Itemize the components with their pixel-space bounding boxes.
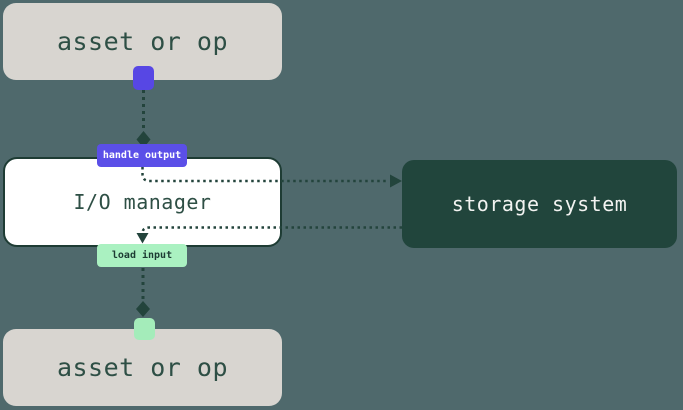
handle-output-badge-label: handle output: [102, 150, 182, 161]
input-port-square: [134, 318, 155, 340]
output-port-square: [133, 66, 154, 90]
node-asset-or-op-top-label: asset or op: [56, 27, 229, 56]
diamond-arrowhead-bottom: [136, 301, 150, 317]
load-input-badge-label: load input: [111, 250, 173, 261]
node-asset-or-op-bottom-label: asset or op: [56, 353, 229, 382]
arrowhead-into-storage: [390, 174, 402, 188]
node-asset-or-op-bottom: asset or op: [3, 329, 282, 406]
node-io-manager: I/O manager: [3, 157, 282, 247]
node-storage-system-label: storage system: [451, 192, 628, 216]
load-input-badge: load input: [97, 244, 187, 267]
handle-output-badge: handle output: [97, 144, 187, 167]
node-storage-system: storage system: [402, 160, 677, 248]
node-io-manager-label: I/O manager: [73, 190, 212, 214]
